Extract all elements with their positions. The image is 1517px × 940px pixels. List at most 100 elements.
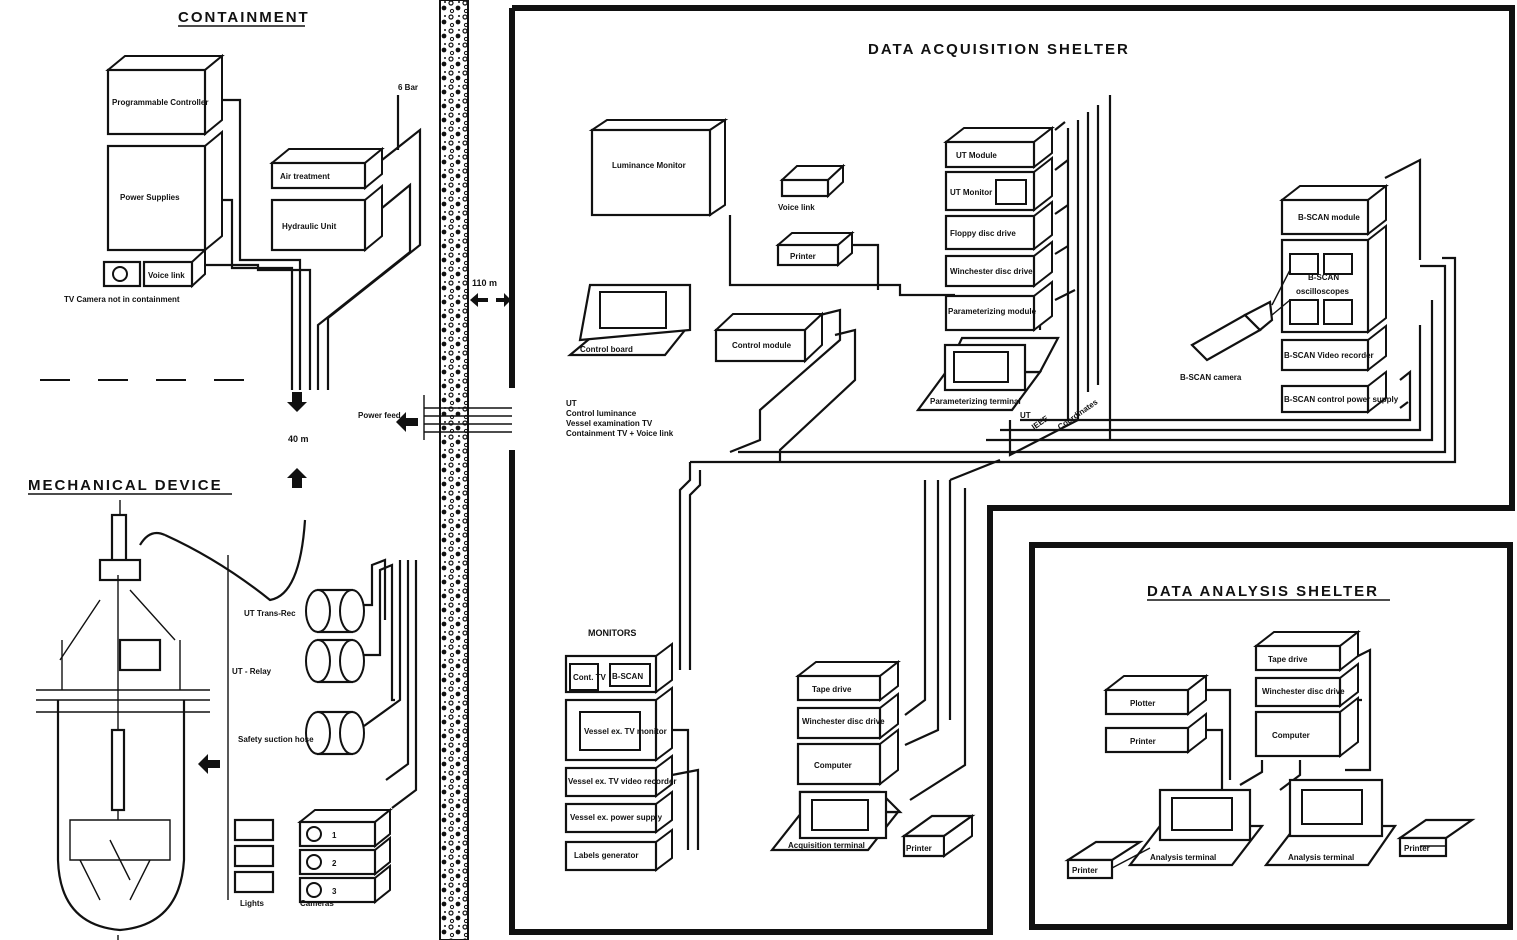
vessel-psu-label: Vessel ex. power supply [570, 813, 663, 822]
lights-label: Lights [240, 899, 265, 908]
labels-generator-label: Labels generator [574, 851, 638, 860]
analysis-terminal-2: Analysis terminal [1266, 780, 1395, 865]
printer-analysis-left: Printer [1068, 842, 1140, 878]
acquisition-terminal-label: Acquisition terminal [788, 841, 865, 850]
monitors-top-box: Cont. TV B-SCAN [566, 644, 672, 692]
camera-2-number: 2 [332, 859, 337, 868]
voice-link-acq-box: Voice link [778, 166, 843, 212]
voice-link-box: Voice link [144, 250, 205, 286]
tape-drive-acq-label: Tape drive [812, 685, 852, 694]
arrow-up-40m [287, 468, 307, 488]
voice-link-acq-label: Voice link [778, 203, 815, 212]
power-supplies-box: Power Supplies [108, 132, 222, 250]
printer-acq-2-box: Printer [904, 816, 972, 856]
bundle-line-ut: UT [566, 399, 577, 408]
winchester-acq-label: Winchester disc drive [802, 717, 885, 726]
floppy-drive-label: Floppy disc drive [950, 229, 1016, 238]
bundle-line-vessel: Vessel examination TV [566, 419, 653, 428]
pressure-label: 6 Bar [398, 83, 418, 92]
printer-analysis-box: Printer [1106, 714, 1206, 752]
control-board-terminal: Control board [570, 285, 690, 355]
control-board-label: Control board [580, 345, 633, 354]
tape-drive-analysis-label: Tape drive [1268, 655, 1308, 664]
plotter-label: Plotter [1130, 699, 1155, 708]
acquisition-terminal: Acquisition terminal [772, 792, 900, 850]
labels-generator-box: Labels generator [566, 830, 672, 870]
printer-analysis-left-label: Printer [1072, 866, 1098, 875]
bscan-module-box: B-SCAN module [1282, 186, 1386, 234]
arrow-down-40m [287, 392, 307, 412]
air-treatment-box: Air treatment [272, 149, 382, 188]
oscilloscopes-label: oscilloscopes [1296, 287, 1349, 296]
monitors-rack-cables [672, 730, 698, 850]
cont-tv-label: Cont. TV [573, 673, 607, 682]
printer-acq-box: Printer [778, 233, 852, 265]
hydraulic-unit-label: Hydraulic Unit [282, 222, 337, 231]
safety-cylinder [306, 712, 364, 754]
vessel-monitor-box: Vessel ex. TV monitor [566, 688, 672, 760]
hydraulic-unit-box: Hydraulic Unit [272, 186, 382, 250]
title-containment: CONTAINMENT [178, 9, 310, 26]
camera-1-number: 1 [332, 831, 337, 840]
computer-acq-label: Computer [814, 761, 852, 770]
ut-transducer-label: UT Trans-Rec [244, 609, 296, 618]
bscan-psu-label: B-SCAN control power supply [1284, 395, 1399, 404]
parameterizing-module-label: Parameterizing module [948, 307, 1037, 316]
printer-analysis-label: Printer [1130, 737, 1156, 746]
tape-drive-analysis-box: Tape drive [1256, 632, 1358, 670]
safety-label: Safety suction hose [238, 735, 314, 744]
bscan-camera: B-SCAN camera [1180, 270, 1290, 382]
parameterizing-terminal: Parameterizing terminal [918, 338, 1058, 410]
analysis-terminal-1-label: Analysis terminal [1150, 853, 1216, 862]
ut-relay-label: UT - Relay [232, 667, 272, 676]
bscan-oscilloscopes-box: B-SCAN oscilloscopes [1282, 226, 1386, 332]
control-module-label: Control module [732, 341, 792, 350]
bscan-camera-label: B-SCAN camera [1180, 373, 1242, 382]
ut-module-label: UT Module [956, 151, 997, 160]
bscan-module-label: B-SCAN module [1298, 213, 1360, 222]
title-analysis-shelter: DATA ANALYSIS SHELTER [1147, 583, 1379, 600]
light-1 [235, 820, 273, 840]
control-module-box: Control module [716, 314, 822, 361]
tv-camera-label: TV Camera not in containment [64, 295, 180, 304]
printer-acq-2-label: Printer [906, 844, 932, 853]
reactor-vessel-drawing [36, 500, 210, 940]
computer-analysis-label: Computer [1272, 731, 1310, 740]
ut-module-box: UT Module [946, 128, 1052, 167]
ut-relay-cylinder [306, 640, 364, 682]
voice-link-label: Voice link [148, 271, 185, 280]
parameterizing-terminal-label: Parameterizing terminal [930, 397, 1021, 406]
luminance-monitor-box: Luminance Monitor [592, 120, 725, 215]
programmable-controller-box: Programmable Controller [108, 56, 222, 134]
power-feed-label: Power feed [358, 411, 401, 420]
vessel-psu-box: Vessel ex. power supply [566, 792, 672, 832]
arrow-into-vessel [198, 754, 220, 774]
cameras-label: Cameras [300, 899, 334, 908]
arrow-right-110m [496, 293, 511, 307]
bundle-line-containment: Containment TV + Voice link [566, 429, 674, 438]
ut-transducer-cylinder [306, 590, 364, 632]
winchester-analysis-label: Winchester disc drive [1262, 687, 1345, 696]
vessel-recorder-label: Vessel ex. TV video recorder [568, 777, 677, 786]
camera-1: 1 [300, 810, 390, 846]
monitors-title: MONITORS [588, 628, 636, 638]
camera-3-number: 3 [332, 887, 337, 896]
winchester-drive-label: Winchester disc drive [950, 267, 1033, 276]
distance-40m-label: 40 m [288, 434, 309, 444]
tape-drive-acq-box: Tape drive [798, 662, 898, 700]
vessel-monitor-label: Vessel ex. TV monitor [584, 727, 667, 736]
bus-label-ut: UT [1020, 411, 1031, 420]
bscan-video-label: B-SCAN Video recorder [1284, 351, 1374, 360]
title-mechanical-device: MECHANICAL DEVICE [28, 477, 223, 494]
bscan-psu-box: B-SCAN control power supply [1282, 372, 1399, 412]
programmable-controller-label: Programmable Controller [112, 98, 208, 107]
arrow-left-110m [470, 293, 488, 307]
light-2 [235, 846, 273, 866]
power-supplies-label: Power Supplies [120, 193, 180, 202]
tv-camera-box [104, 262, 140, 286]
vessel-recorder-box: Vessel ex. TV video recorder [566, 756, 677, 796]
bscan-small-label: B-SCAN [612, 672, 643, 681]
analysis-terminal-1: Analysis terminal [1130, 790, 1262, 865]
ut-monitor-label: UT Monitor [950, 188, 992, 197]
